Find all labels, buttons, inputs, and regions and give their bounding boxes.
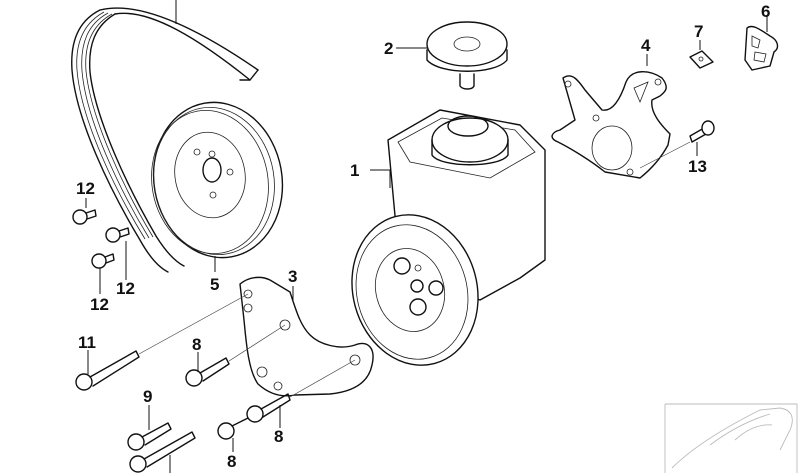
callout-5[interactable]: 5 [210, 275, 220, 294]
power-steering-pump[interactable] [335, 109, 546, 379]
callout-12a[interactable]: 12 [76, 179, 95, 198]
callout-3[interactable]: 3 [288, 267, 298, 286]
callout-9[interactable]: 9 [143, 387, 153, 406]
clip-nut[interactable] [689, 40, 714, 69]
gasket[interactable] [744, 16, 779, 71]
callout-11[interactable]: 11 [78, 333, 96, 352]
callout-8c[interactable]: 8 [227, 452, 237, 471]
callout-1[interactable]: 1 [350, 161, 360, 180]
callout-6[interactable]: 6 [761, 2, 771, 21]
callout-8a[interactable]: 8 [192, 335, 202, 354]
pump-bracket[interactable] [239, 276, 374, 397]
callout-12b[interactable]: 12 [116, 279, 135, 298]
bolt-13[interactable] [689, 120, 715, 156]
callout-7[interactable]: 7 [694, 22, 704, 41]
callout-13[interactable]: 13 [688, 157, 707, 176]
long-hex-bolt[interactable] [75, 293, 249, 391]
belt-pulley[interactable] [140, 92, 294, 272]
mounting-plate[interactable] [551, 54, 691, 179]
hex-bolts-9[interactable] [127, 405, 196, 473]
callout-8b[interactable]: 8 [274, 427, 284, 446]
reservoir-cap[interactable] [396, 21, 508, 90]
short-bolts[interactable] [72, 198, 130, 294]
callout-12c[interactable]: 12 [90, 295, 109, 314]
hex-bolts-8[interactable] [185, 324, 356, 452]
callout-4[interactable]: 4 [641, 36, 651, 55]
ribbed-belt[interactable] [71, 0, 259, 273]
callout-2[interactable]: 2 [384, 39, 394, 58]
vehicle-thumbnail[interactable] [664, 403, 798, 473]
